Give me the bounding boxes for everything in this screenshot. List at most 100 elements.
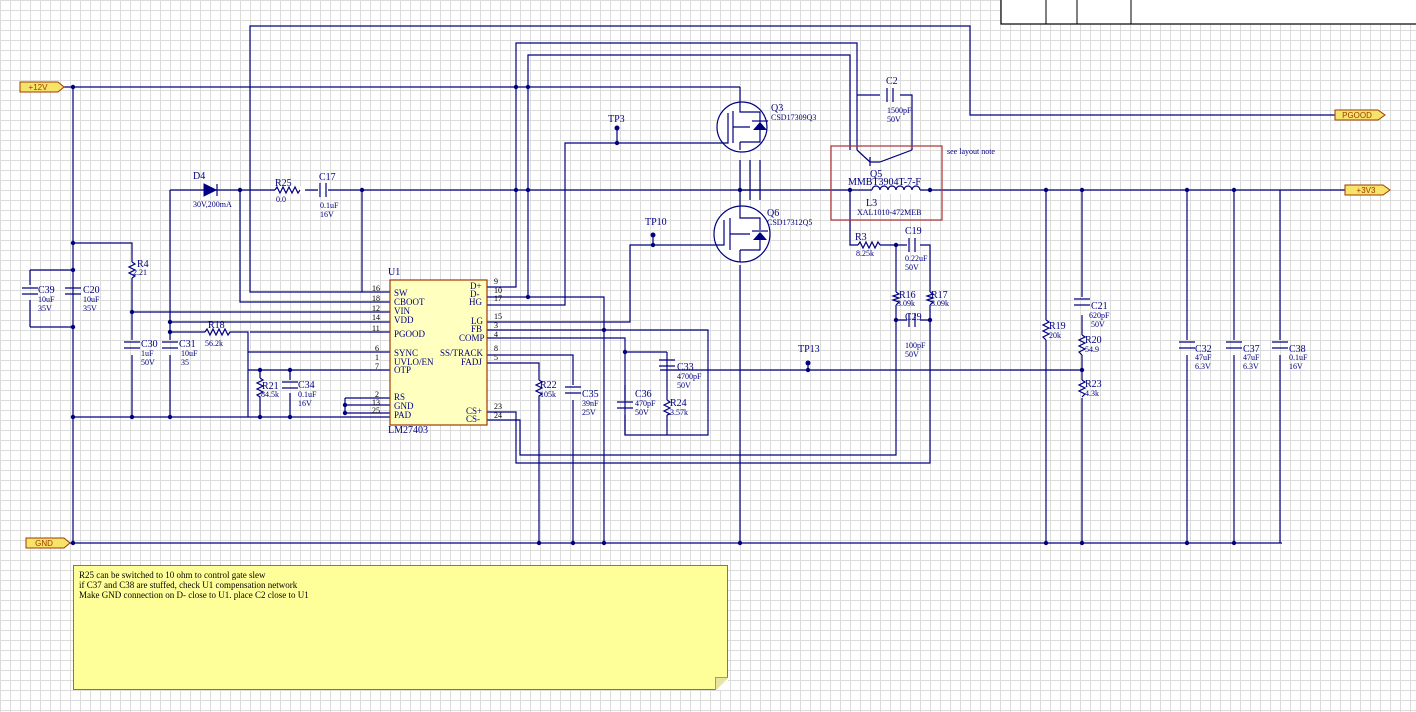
capacitor-c29[interactable]: C29 100pF 50V <box>905 312 926 359</box>
svg-text:0.1uF: 0.1uF <box>320 201 339 210</box>
resistor-r17[interactable]: R17 3.09k <box>925 290 949 308</box>
capacitor-c2[interactable]: C2 1500pF 50V <box>886 76 912 124</box>
svg-text:C34: C34 <box>298 380 315 391</box>
svg-text:C38: C38 <box>1289 344 1306 355</box>
svg-text:50V: 50V <box>887 115 901 124</box>
svg-text:C2: C2 <box>886 76 898 87</box>
svg-text:FADJ: FADJ <box>461 357 482 367</box>
design-note[interactable]: R25 can be switched to 10 ohm to control… <box>73 565 728 690</box>
capacitor-c34[interactable]: C34 0.1uF 16V <box>282 380 317 408</box>
resistor-r22[interactable]: R22 105k <box>534 379 557 399</box>
svg-text:LG: LG <box>471 316 483 326</box>
svg-text:50V: 50V <box>905 350 919 359</box>
capacitor-c30[interactable]: C30 1uF 50V <box>124 339 158 367</box>
svg-text:0.22uF: 0.22uF <box>905 254 928 263</box>
svg-text:CSD17312Q5: CSD17312Q5 <box>767 218 812 227</box>
svg-text:C32: C32 <box>1195 344 1212 355</box>
capacitor-c21[interactable]: C21 620pF 50V <box>1074 298 1110 329</box>
testpoint-tp10[interactable]: TP10 <box>645 217 667 238</box>
svg-text:50V: 50V <box>141 358 155 367</box>
svg-text:10: 10 <box>494 286 502 295</box>
diode-d4[interactable]: D4 30V,200mA <box>193 171 232 209</box>
svg-text:23: 23 <box>494 402 502 411</box>
svg-text:R23: R23 <box>1085 379 1102 390</box>
port-3v3[interactable]: +3V3 <box>1344 184 1391 196</box>
svg-text:R18: R18 <box>208 320 225 331</box>
resistor-r16[interactable]: R16 3.09k <box>891 290 916 308</box>
svg-text:C19: C19 <box>905 226 922 237</box>
port-gnd[interactable]: GND <box>25 537 71 549</box>
capacitor-c35[interactable]: C35 39nF 25V <box>565 386 599 417</box>
capacitor-c32[interactable]: C32 47uF 6.3V <box>1179 341 1212 371</box>
svg-text:C21: C21 <box>1091 301 1108 312</box>
resistor-r20[interactable]: R20 54.9 <box>1077 334 1102 356</box>
transistor-q5[interactable]: Q5 MMBT3904T-7-F <box>848 149 921 188</box>
svg-text:18: 18 <box>372 294 380 303</box>
svg-text:14: 14 <box>372 313 380 322</box>
svg-text:TP3: TP3 <box>608 114 625 125</box>
resistor-r18[interactable]: R18 56.2k <box>204 320 235 348</box>
resistor-r23[interactable]: R23 4.3k <box>1077 379 1102 398</box>
inductor-l3[interactable]: L3 XAL1010-472MEB <box>857 185 921 217</box>
testpoint-tp13[interactable]: TP13 <box>798 344 820 366</box>
mosfet-q6[interactable]: Q6 CSD17312Q5 <box>713 205 812 263</box>
resistor-r21[interactable]: R21 84.5k <box>255 377 279 399</box>
junctions <box>70 84 1237 546</box>
port-pgood[interactable]: PGOOD <box>1334 109 1386 121</box>
testpoint-tp3[interactable]: TP3 <box>608 114 625 131</box>
svg-text:5: 5 <box>494 353 498 362</box>
svg-text:2.21: 2.21 <box>133 268 147 277</box>
svg-text:25: 25 <box>372 406 380 415</box>
svg-text:R25: R25 <box>275 178 292 189</box>
svg-text:1: 1 <box>375 353 379 362</box>
resistor-r24[interactable]: R24 3.57k <box>662 398 688 417</box>
svg-text:35V: 35V <box>83 304 97 313</box>
ic-u1[interactable]: U1 LM27403 16 SW 18 CBOOT 12 VIN 14 VDD … <box>372 267 502 436</box>
resistor-r3[interactable]: R3 8.25k <box>855 232 881 258</box>
svg-text:HG: HG <box>469 297 482 307</box>
svg-text:UVLO/EN: UVLO/EN <box>394 357 434 367</box>
capacitor-c17[interactable]: C17 0.1uF 16V <box>318 172 339 219</box>
svg-text:4: 4 <box>494 330 498 339</box>
wires <box>29 25 1345 544</box>
svg-text:C33: C33 <box>677 362 694 373</box>
svg-text:D4: D4 <box>193 171 205 182</box>
resistor-r25[interactable]: R25 0.0 <box>274 178 305 204</box>
svg-text:9: 9 <box>494 277 498 286</box>
svg-text:50V: 50V <box>635 408 649 417</box>
capacitor-c37[interactable]: C37 47uF 6.3V <box>1226 341 1260 371</box>
svg-text:13: 13 <box>372 398 380 407</box>
svg-text:C30: C30 <box>141 339 158 350</box>
svg-text:470pF: 470pF <box>635 399 656 408</box>
svg-text:R17: R17 <box>931 290 948 301</box>
svg-text:16V: 16V <box>1289 362 1303 371</box>
capacitor-c39[interactable]: C39 10uF 35V <box>22 285 55 313</box>
svg-text:C31: C31 <box>179 339 196 350</box>
capacitor-c36[interactable]: C36 470pF 50V <box>617 389 656 417</box>
svg-text:47uF: 47uF <box>1195 353 1212 362</box>
capacitor-c19[interactable]: C19 0.22uF 50V <box>905 226 928 272</box>
svg-text:TP13: TP13 <box>798 344 820 355</box>
svg-text:R16: R16 <box>899 290 916 301</box>
resistor-r19[interactable]: R19 20k <box>1041 319 1066 341</box>
capacitor-c31[interactable]: C31 10uF 35 <box>162 339 198 367</box>
svg-text:16: 16 <box>372 284 380 293</box>
capacitor-c38[interactable]: C38 0.1uF 16V <box>1272 341 1308 371</box>
title-block <box>1000 0 1416 25</box>
port-12v[interactable]: +12V <box>19 81 65 93</box>
svg-text:8.25k: 8.25k <box>856 249 874 258</box>
svg-text:CS-: CS- <box>466 414 480 424</box>
svg-text:0.1uF: 0.1uF <box>298 390 317 399</box>
svg-text:Q3: Q3 <box>771 103 783 114</box>
svg-text:CS+: CS+ <box>466 406 482 416</box>
svg-text:Q5: Q5 <box>870 169 882 180</box>
svg-text:16V: 16V <box>320 210 334 219</box>
svg-text:C29: C29 <box>905 312 922 323</box>
svg-text:0.1uF: 0.1uF <box>1289 353 1308 362</box>
resistor-r4[interactable]: R4 2.21 <box>127 259 149 279</box>
svg-text:3.09k: 3.09k <box>931 299 949 308</box>
svg-text:6.3V: 6.3V <box>1243 362 1259 371</box>
capacitor-c33[interactable]: C33 4700pF 50V <box>659 359 702 390</box>
mosfet-q3[interactable]: Q3 CSD17309Q3 <box>716 100 816 153</box>
capacitor-c20[interactable]: C20 10uF 35V <box>65 285 100 313</box>
